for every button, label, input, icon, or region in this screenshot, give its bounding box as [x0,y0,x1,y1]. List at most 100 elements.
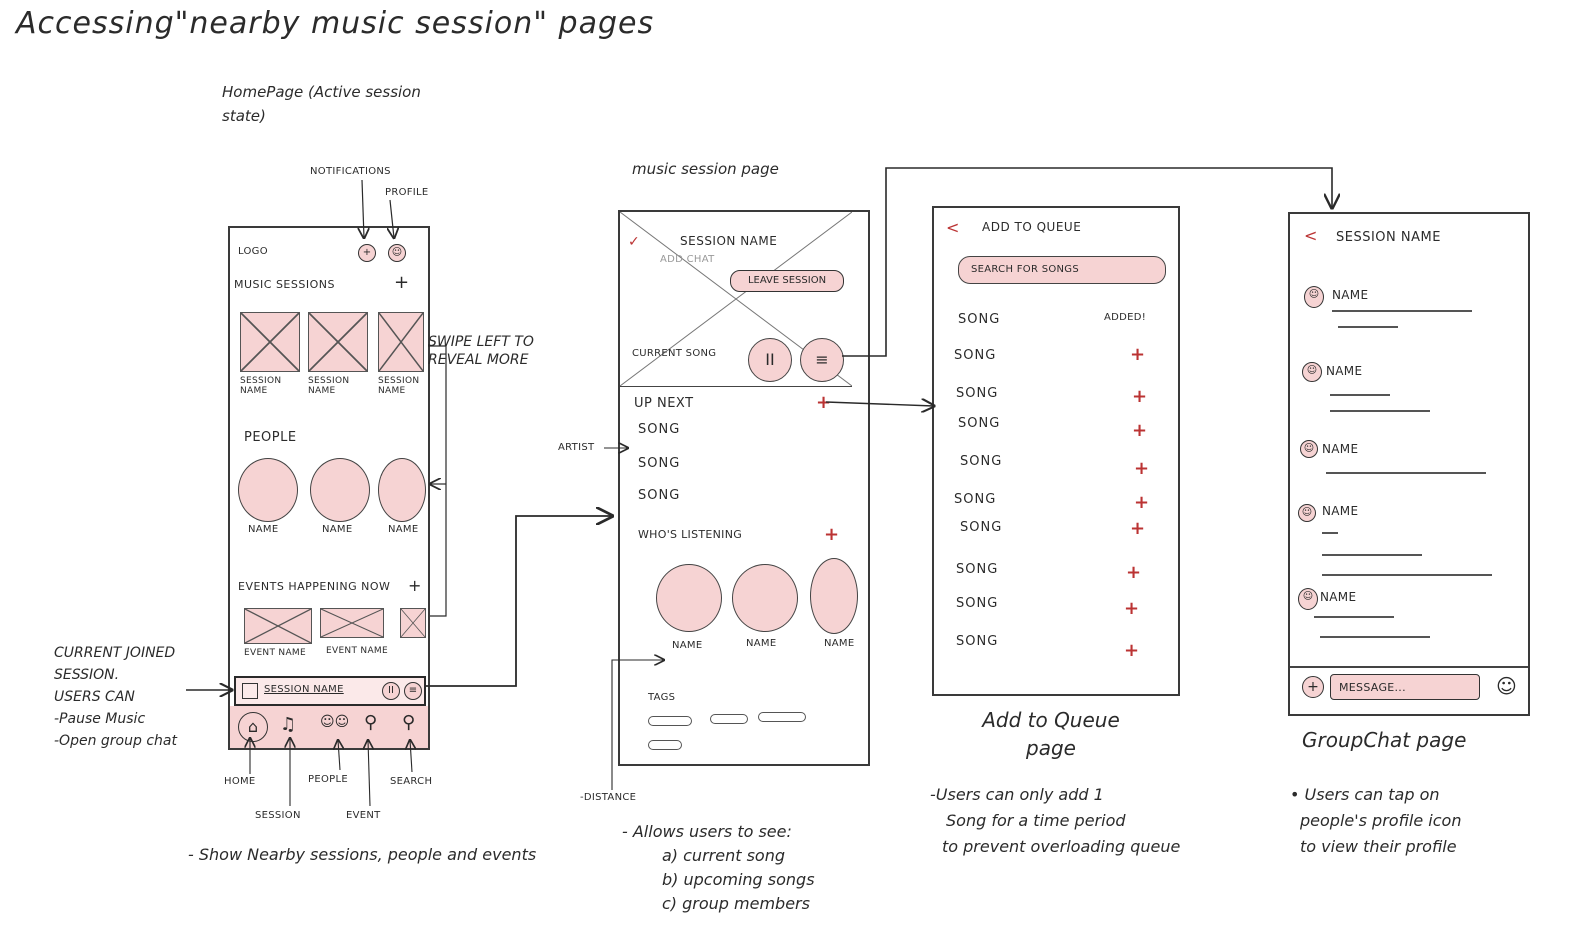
footer-line: to view their profile [1300,837,1457,856]
listener-name: NAME [824,638,855,649]
member-avatar[interactable]: ☺ [1304,286,1324,308]
message-line [1332,310,1472,312]
add-song-icon[interactable]: + [1130,344,1146,365]
swipe-note: SWIPE LEFT TO REVEAL MORE [428,334,534,368]
back-icon[interactable]: < [946,218,960,237]
tag-pill[interactable] [758,712,806,722]
add-to-queue-icon[interactable]: + [816,392,832,413]
footer-line: - Allows users to see: [622,822,792,841]
person-avatar[interactable] [310,458,370,522]
add-song-icon[interactable]: + [1126,562,1142,583]
tag-pill[interactable] [648,740,682,750]
listener-avatar[interactable] [732,564,798,632]
tags-heading: TAGS [648,692,676,703]
music-note-icon[interactable]: ♫ [280,714,297,735]
composer-divider [1290,666,1528,668]
member-avatar[interactable]: ☺ [1300,440,1318,458]
event-thumb[interactable] [400,608,426,638]
search-placeholder: SEARCH FOR SONGS [971,264,1079,275]
add-listener-icon[interactable]: + [824,524,840,545]
listener-name: NAME [672,640,703,651]
music-sessions-heading: MUSIC SESSIONS [234,278,335,291]
chat-header: SESSION NAME [1336,230,1441,245]
search-icon[interactable]: ⚲ [402,712,416,733]
distance-annotation: -DISTANCE [580,792,637,803]
tag-pill[interactable] [710,714,748,724]
song-row: SONG [954,348,997,363]
arrow-notifications [362,179,364,238]
ann-profile: PROFILE [385,187,429,198]
nav-pointer-people [338,740,340,771]
add-song-icon[interactable]: + [1124,640,1140,661]
people-heading: PEOPLE [244,430,297,445]
person-name: NAME [388,524,419,535]
add-song-icon[interactable]: + [1134,492,1150,513]
person-avatar[interactable] [378,458,426,522]
member-name: NAME [1320,590,1357,604]
add-song-icon[interactable]: + [1124,598,1140,619]
chat-button[interactable]: ≡ [800,338,844,382]
add-attachment-icon[interactable]: + [1302,676,1324,698]
queue-song: SONG [638,488,681,503]
member-avatar[interactable]: ☺ [1298,588,1318,610]
queue-song: SONG [638,422,681,437]
homepage-footer: - Show Nearby sessions, people and event… [188,845,537,864]
add-session-icon[interactable]: + [394,272,410,293]
back-icon[interactable]: < [1304,226,1318,245]
note-line: USERS CAN [54,689,135,705]
search-songs-input[interactable]: SEARCH FOR SONGS [958,256,1166,284]
listener-avatar[interactable] [656,564,722,632]
event-name: EVENT NAME [326,646,388,656]
collapse-icon[interactable]: ✓ [628,234,640,250]
add-song-icon[interactable]: + [1130,518,1146,539]
add-event-icon[interactable]: + [408,576,422,595]
nav-label-search: SEARCH [390,776,433,787]
message-line [1320,636,1430,638]
message-line [1330,410,1430,412]
leave-session-button[interactable]: LEAVE SESSION [730,270,844,292]
nav-label-home: HOME [224,776,256,787]
artist-annotation: ARTIST [558,442,595,453]
add-song-icon[interactable]: + [1132,420,1148,441]
session-thumb[interactable] [378,312,424,372]
add-song-icon[interactable]: + [1132,386,1148,407]
pause-button[interactable]: II [748,338,792,382]
message-line [1322,554,1422,556]
session-name: SESSION NAME [378,376,420,396]
emoji-icon[interactable]: ☺ [1496,674,1517,698]
member-avatar[interactable]: ☺ [1302,362,1322,382]
session-thumb[interactable] [240,312,300,372]
event-name: EVENT NAME [244,648,306,658]
message-line [1314,616,1394,618]
notifications-icon[interactable]: + [358,244,376,262]
profile-icon[interactable]: ☺ [388,244,406,262]
arrow-to-chat-page [842,167,1332,357]
col-added-header: ADDED! [1104,312,1147,323]
tag-pill[interactable] [648,716,692,726]
chat-icon[interactable]: ≡ [404,682,422,700]
footer-line: -Users can only add 1 [930,785,1104,804]
session-page-frame: ✓ SESSION NAME ADD CHAT LEAVE SESSION CU… [618,210,870,766]
nav-pointer-event [368,740,370,807]
queue-header: ADD TO QUEUE [982,220,1082,234]
event-thumb[interactable] [244,608,312,644]
bottom-nav: ⌂ ♫ ☺☺ ⚲ ⚲ [230,706,428,748]
arrow-profile [390,199,394,238]
person-avatar[interactable] [238,458,298,522]
event-thumb[interactable] [320,608,384,638]
session-name: SESSION NAME [680,234,778,248]
people-icon[interactable]: ☺☺ [320,714,350,730]
message-input[interactable]: MESSAGE... [1330,674,1480,700]
group-chat-text: ADD CHAT [660,254,715,265]
session-page-heading: music session page [632,160,779,178]
listener-avatar[interactable] [810,558,858,634]
member-avatar[interactable]: ☺ [1298,504,1316,522]
current-session-bar[interactable]: SESSION NAME II ≡ [234,676,426,706]
swipe-bracket [428,345,447,617]
nav-label-session: SESSION [255,810,301,821]
note-line: -Open group chat [54,733,177,749]
pause-icon[interactable]: II [382,682,400,700]
event-pin-icon[interactable]: ⚲ [364,712,378,733]
add-song-icon[interactable]: + [1134,458,1150,479]
session-thumb[interactable] [308,312,368,372]
